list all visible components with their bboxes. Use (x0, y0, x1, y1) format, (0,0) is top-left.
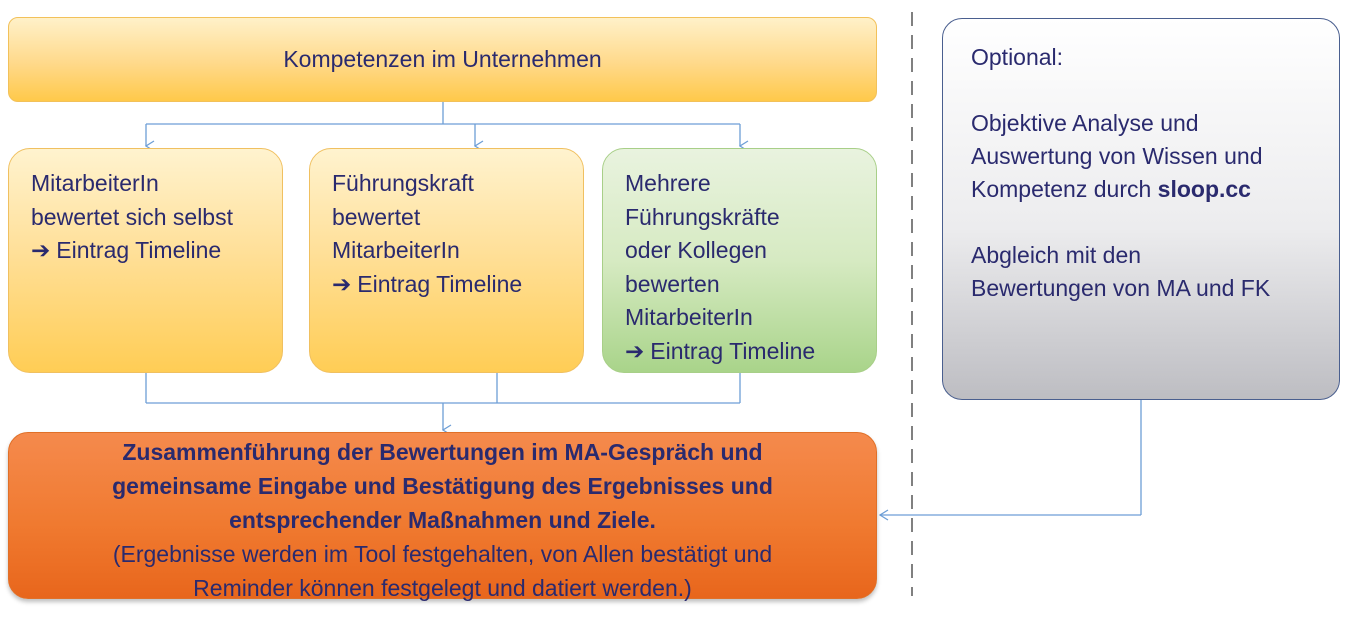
competencies-box: Kompetenzen im Unternehmen (8, 17, 877, 102)
spacer (971, 74, 1327, 107)
manager-line-4: Eintrag Timeline (357, 270, 523, 297)
employee-line-3: Eintrag Timeline (56, 237, 222, 263)
right-arrow-icon: ➔ (625, 337, 645, 364)
merge-note-line-1: (Ergebnisse werden im Tool festgehalten,… (112, 541, 773, 567)
manager-assessment-box: Führungskraft bewertet MitarbeiterIn ➔Ei… (309, 148, 584, 373)
multi-line-6: Eintrag Timeline (650, 337, 816, 364)
multi-line-2: Führungskräfte (625, 203, 780, 230)
optional-analysis-line-1: Objektive Analyse und (971, 110, 1199, 136)
employee-self-assessment-box: MitarbeiterIn bewertet sich selbst ➔Eint… (8, 148, 283, 373)
competencies-title: Kompetenzen im Unternehmen (283, 46, 602, 72)
optional-analysis-line-3: Kompetenz durch sloop.cc (971, 173, 1327, 206)
merge-bold-line-1: Zusammenführung der Bewertungen im MA-Ge… (122, 439, 763, 465)
optional-compare-line-1: Abgleich mit den (971, 242, 1142, 268)
employee-timeline-line: ➔Eintrag Timeline (31, 234, 272, 268)
multi-rater-assessment-box: Mehrere Führungskräfte oder Kollegen bew… (602, 148, 877, 373)
multi-line-5: MitarbeiterIn (625, 304, 753, 330)
sloop-brand: sloop.cc (1157, 176, 1251, 202)
optional-compare-line-2: Bewertungen von MA und FK (971, 275, 1271, 301)
multi-timeline-line: ➔Eintrag Timeline (625, 335, 866, 369)
bottom-merge-connector (145, 373, 741, 430)
merge-bold-line-3: entsprechender Maßnahmen und Ziele. (229, 507, 656, 533)
merge-bold-line-2: gemeinsame Eingabe und Bestätigung des E… (112, 473, 773, 499)
top-split-connector (146, 102, 740, 146)
spacer (971, 206, 1327, 239)
manager-timeline-line: ➔Eintrag Timeline (332, 268, 573, 302)
right-arrow-icon: ➔ (31, 237, 51, 263)
manager-line-2: bewertet (332, 203, 421, 230)
employee-line-2: bewertet sich selbst (31, 203, 233, 230)
optional-connector (880, 400, 1142, 515)
manager-line-3: MitarbeiterIn (332, 237, 460, 263)
employee-line-1: MitarbeiterIn (31, 170, 159, 196)
right-arrow-icon: ➔ (332, 270, 352, 297)
multi-line-3: oder Kollegen (625, 237, 767, 263)
manager-line-1: Führungskraft (332, 170, 474, 196)
merge-note-line-2: Reminder können festgelegt und datiert w… (193, 575, 692, 601)
multi-line-1: Mehrere (625, 170, 711, 196)
merge-review-box: Zusammenführung der Bewertungen im MA-Ge… (8, 432, 877, 601)
optional-analysis-line-3-text: Kompetenz durch (971, 176, 1158, 202)
multi-line-4: bewerten (625, 270, 720, 297)
optional-analysis-line-2: Auswertung von Wissen und (971, 143, 1263, 169)
optional-analysis-box: Optional: Objektive Analyse und Auswertu… (942, 18, 1340, 400)
optional-heading: Optional: (971, 44, 1064, 70)
